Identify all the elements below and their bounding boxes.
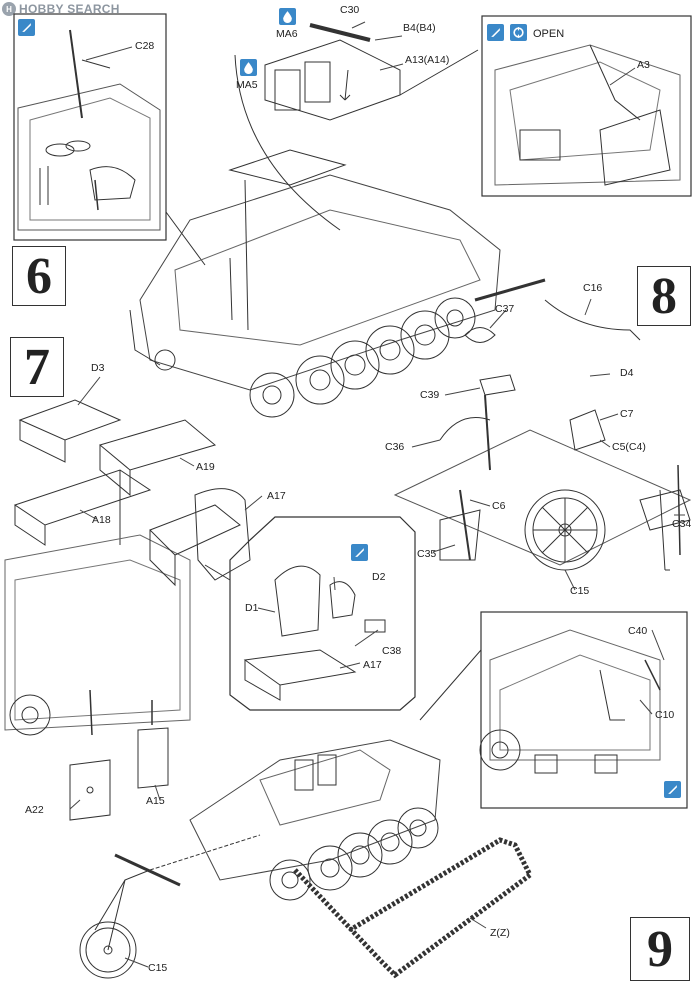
paint-drop-icon bbox=[240, 59, 257, 76]
part-label-a15: A15 bbox=[146, 795, 165, 807]
step-9-number: 9 bbox=[647, 920, 673, 978]
step6-right-inset bbox=[481, 15, 692, 197]
paint-ma5-label: MA5 bbox=[236, 79, 258, 91]
step8-right-inset bbox=[419, 611, 688, 809]
glue-icon bbox=[18, 19, 35, 36]
logo-text: HOBBY SEARCH bbox=[19, 2, 120, 16]
paint-drop-icon bbox=[279, 8, 296, 25]
step-8-number: 8 bbox=[651, 267, 677, 325]
step7-a17-part bbox=[149, 488, 251, 587]
step8-assembly bbox=[393, 278, 692, 571]
step-8-box: 8 bbox=[637, 266, 691, 326]
open-label: OPEN bbox=[533, 28, 565, 40]
step-6-box: 6 bbox=[12, 246, 66, 306]
step9-drawing bbox=[79, 739, 534, 979]
part-label-c15-bottom: C15 bbox=[148, 962, 168, 974]
part-label-b4: B4(B4) bbox=[403, 22, 436, 34]
glue-icon bbox=[664, 781, 681, 798]
part-label-c30: C30 bbox=[340, 4, 360, 16]
step-6-number: 6 bbox=[26, 247, 52, 305]
step-7-number: 7 bbox=[24, 338, 50, 396]
part-label-c15-top: C15 bbox=[570, 585, 590, 597]
part-label-c40: C40 bbox=[628, 625, 648, 637]
open-position-icon bbox=[510, 24, 527, 41]
hobby-search-logo: H HOBBY SEARCH bbox=[2, 2, 120, 16]
step6-hull-drawing bbox=[129, 23, 501, 418]
part-label-a13: A13(A14) bbox=[405, 54, 450, 66]
part-label-c37: C37 bbox=[495, 303, 515, 315]
part-label-c35: C35 bbox=[417, 548, 437, 560]
part-label-c36: C36 bbox=[385, 441, 405, 453]
logo-mark-icon: H bbox=[2, 2, 16, 16]
part-label-c28: C28 bbox=[135, 40, 155, 52]
part-label-a3: A3 bbox=[637, 59, 650, 71]
part-label-d1: D1 bbox=[245, 602, 259, 614]
callout-leaders bbox=[69, 21, 685, 968]
part-label-c5: C5(C4) bbox=[612, 441, 646, 453]
part-label-a18: A18 bbox=[92, 514, 111, 526]
part-label-d2: D2 bbox=[372, 571, 386, 583]
part-label-c7: C7 bbox=[620, 408, 634, 420]
step7-seat-parts bbox=[4, 399, 217, 821]
step-9-box: 9 bbox=[630, 917, 690, 981]
part-label-a17-top: A17 bbox=[267, 490, 286, 502]
step6-inset-detail bbox=[13, 13, 206, 266]
step7-inset-frame bbox=[204, 516, 416, 711]
step-7-box: 7 bbox=[10, 337, 64, 397]
part-label-d3: D3 bbox=[91, 362, 105, 374]
part-label-c6: C6 bbox=[492, 500, 506, 512]
paint-ma6-label: MA6 bbox=[276, 28, 298, 40]
part-label-a17-bottom: A17 bbox=[363, 659, 382, 671]
glue-icon bbox=[351, 544, 368, 561]
part-label-c38: C38 bbox=[382, 645, 402, 657]
part-label-c16: C16 bbox=[583, 282, 603, 294]
part-label-a22: A22 bbox=[25, 804, 44, 816]
part-label-zz: Z(Z) bbox=[490, 927, 510, 939]
part-label-c34: C34 bbox=[672, 518, 692, 530]
glue-icon bbox=[487, 24, 504, 41]
part-label-d4: D4 bbox=[620, 367, 634, 379]
part-label-c10: C10 bbox=[655, 709, 675, 721]
part-label-a19: A19 bbox=[196, 461, 215, 473]
part-label-c39: C39 bbox=[420, 389, 440, 401]
